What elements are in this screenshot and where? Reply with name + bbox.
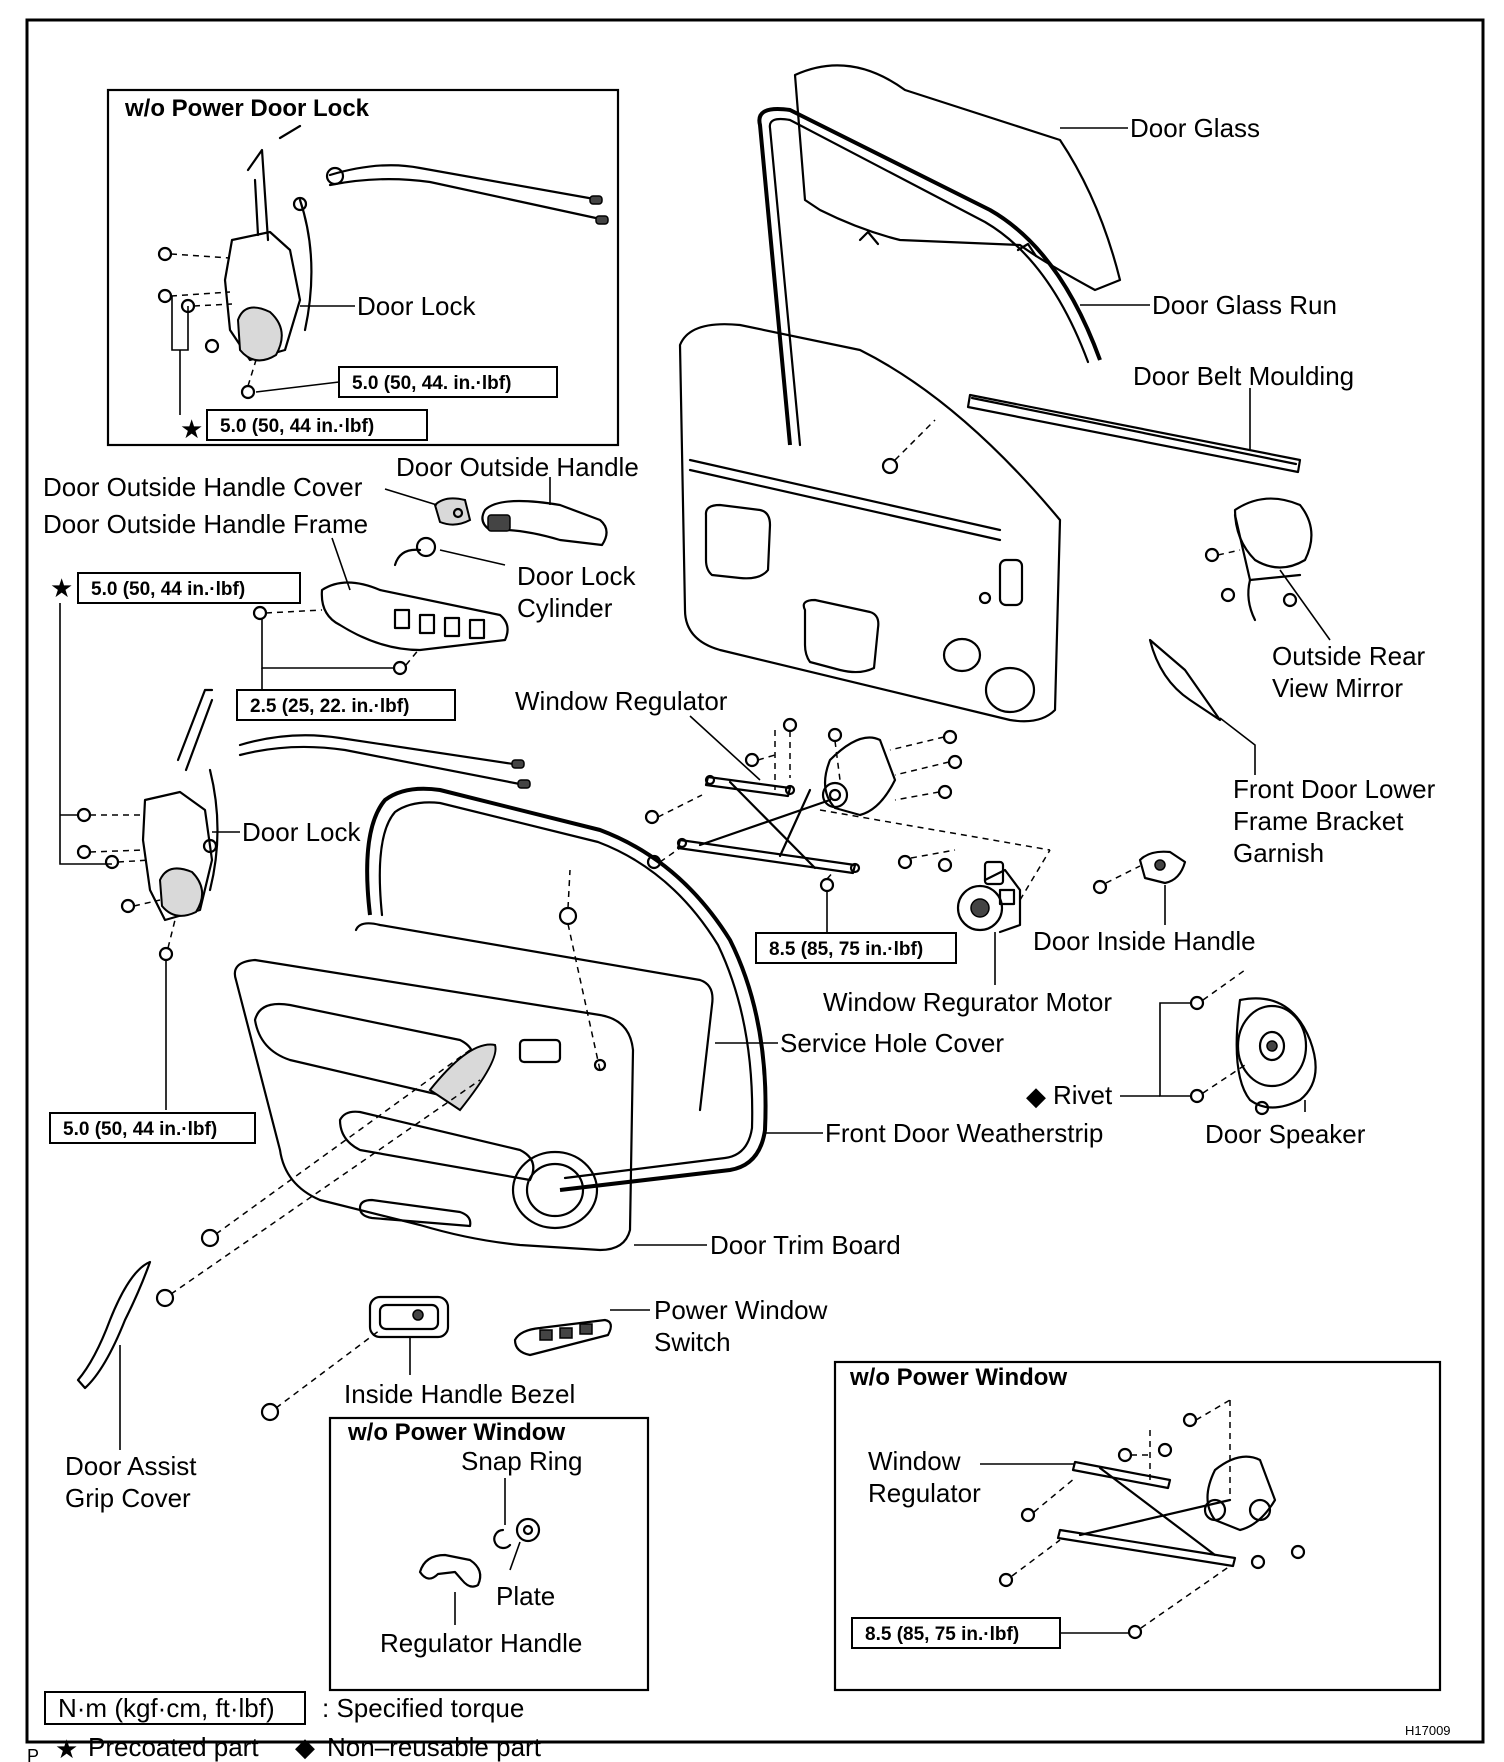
door-belt-moulding-label: Door Belt Moulding — [1133, 361, 1354, 391]
grip-cover-label-2: Grip Cover — [65, 1483, 191, 1513]
door-belt-moulding — [966, 393, 1302, 474]
precoated-star: ★ — [50, 573, 73, 603]
garnish-label-1: Front Door Lower — [1233, 774, 1436, 804]
garnish-label-2: Frame Bracket — [1233, 806, 1404, 836]
lock-cylinder-label-2: Cylinder — [517, 593, 613, 623]
torque-label: 5.0 (50, 44 in.·lbf) — [220, 416, 374, 437]
outside-handle-cover-label: Door Outside Handle Cover — [43, 472, 363, 502]
door-outside-handle-cover — [433, 497, 472, 526]
inset-title: w/o Power Window — [347, 1419, 565, 1446]
door-glass-run — [757, 107, 1102, 447]
rivet-label: Rivet — [1053, 1080, 1113, 1110]
speaker-label: Door Speaker — [1205, 1119, 1366, 1149]
motor-label: Window Regurator Motor — [823, 987, 1112, 1017]
door-assist-grip-cover — [76, 1260, 152, 1390]
service-hole-cover-label: Service Hole Cover — [780, 1028, 1004, 1058]
non-reusable-diamond: ◆ — [1026, 1081, 1046, 1111]
inside-handle-label: Door Inside Handle — [1033, 926, 1256, 956]
door-inner-panel — [678, 323, 1062, 723]
torque-label: 5.0 (50, 44 in.·lbf) — [91, 579, 245, 600]
weatherstrip-label: Front Door Weatherstrip — [825, 1118, 1103, 1148]
torque-label: 8.5 (85, 75 in.·lbf) — [865, 1624, 1019, 1645]
door-glass-label: Door Glass — [1130, 113, 1260, 143]
legend-precoated: Precoated part — [88, 1732, 259, 1762]
torque-label: 5.0 (50, 44. in.·lbf) — [352, 373, 511, 394]
manual-regulator-drawing — [998, 1399, 1306, 1640]
door-lock-label: Door Lock — [357, 291, 476, 321]
page-letter: P — [27, 1746, 39, 1762]
rivets — [1120, 969, 1270, 1116]
front-door-weatherstrip — [365, 786, 768, 1192]
door-glass-run-label: Door Glass Run — [1152, 290, 1337, 320]
pw-switch-label-2: Switch — [654, 1327, 731, 1357]
door-lock-drawing — [223, 124, 609, 362]
front-door-lower-frame-bracket-garnish — [1148, 638, 1222, 722]
door-lock-drawing — [59, 603, 531, 962]
inset-title: w/o Power Window — [849, 1364, 1067, 1391]
figure-code: H17009 — [1405, 1723, 1451, 1738]
door-outside-handle — [481, 499, 608, 547]
garnish-label-3: Garnish — [1233, 838, 1324, 868]
torque-label: 2.5 (25, 22. in.·lbf) — [250, 696, 409, 717]
door-lock-label: Door Lock — [242, 817, 361, 847]
mirror-label-1: Outside Rear — [1272, 641, 1426, 671]
window-regulator-motor — [956, 849, 1051, 934]
bezel-label: Inside Handle Bezel — [344, 1379, 575, 1409]
lock-cylinder-label-1: Door Lock — [517, 561, 636, 591]
inside-handle-bezel — [260, 1295, 450, 1422]
outside-handle-label: Door Outside Handle — [396, 452, 639, 482]
inset-title: w/o Power Door Lock — [124, 95, 370, 122]
torque-label: 5.0 (50, 44 in.·lbf) — [63, 1119, 217, 1140]
regulator-handle-label: Regulator Handle — [380, 1628, 582, 1658]
outside-handle-frame-label: Door Outside Handle Frame — [43, 509, 368, 539]
door-lock-cylinder — [393, 536, 437, 567]
legend: N·m (kgf·cm, ft·lbf) : Specified torque … — [44, 1691, 542, 1762]
door-trim-board — [233, 958, 635, 1252]
legend-non-reusable: Non–reusable part — [327, 1732, 542, 1762]
diagram-frame — [25, 18, 1485, 1744]
inset-no-power-window-right: w/o Power Window Window Regulator 8.5 (8… — [833, 1360, 1442, 1692]
window-regulator-label-2: Regulator — [868, 1478, 981, 1508]
non-reusable-diamond: ◆ — [295, 1732, 315, 1762]
door-inside-handle — [1092, 850, 1187, 895]
trim-board-label: Door Trim Board — [710, 1230, 901, 1260]
inset-no-power-door-lock: w/o Power Door Lock Door Lock — [106, 88, 620, 447]
snap-ring-label: Snap Ring — [461, 1446, 582, 1476]
window-regulator — [644, 717, 1051, 893]
precoated-star: ★ — [55, 1734, 78, 1762]
grip-cover-label-1: Door Assist — [65, 1451, 197, 1481]
precoated-star: ★ — [180, 414, 203, 444]
door-outside-handle-frame — [252, 581, 509, 676]
plate-label: Plate — [496, 1581, 555, 1611]
torque-label: 8.5 (85, 75 in.·lbf) — [769, 939, 923, 960]
inset-no-power-window-left: w/o Power Window Snap Ring Plate Regulat… — [328, 1416, 650, 1692]
window-regulator-label: Window Regulator — [515, 686, 728, 716]
legend-unit-desc: : Specified torque — [322, 1693, 524, 1723]
outside-rear-view-mirror — [1204, 497, 1313, 622]
service-hole-cover — [354, 869, 714, 1112]
legend-unit: N·m (kgf·cm, ft·lbf) — [58, 1693, 275, 1723]
screws — [157, 196, 308, 400]
door-glass — [793, 64, 1122, 292]
door-speaker — [1235, 997, 1317, 1109]
mirror-label-2: View Mirror — [1272, 673, 1403, 703]
pw-switch-label-1: Power Window — [654, 1295, 828, 1325]
power-window-switch — [513, 1318, 612, 1357]
trim-screws — [155, 1049, 481, 1308]
window-regulator-label-1: Window — [868, 1446, 961, 1476]
